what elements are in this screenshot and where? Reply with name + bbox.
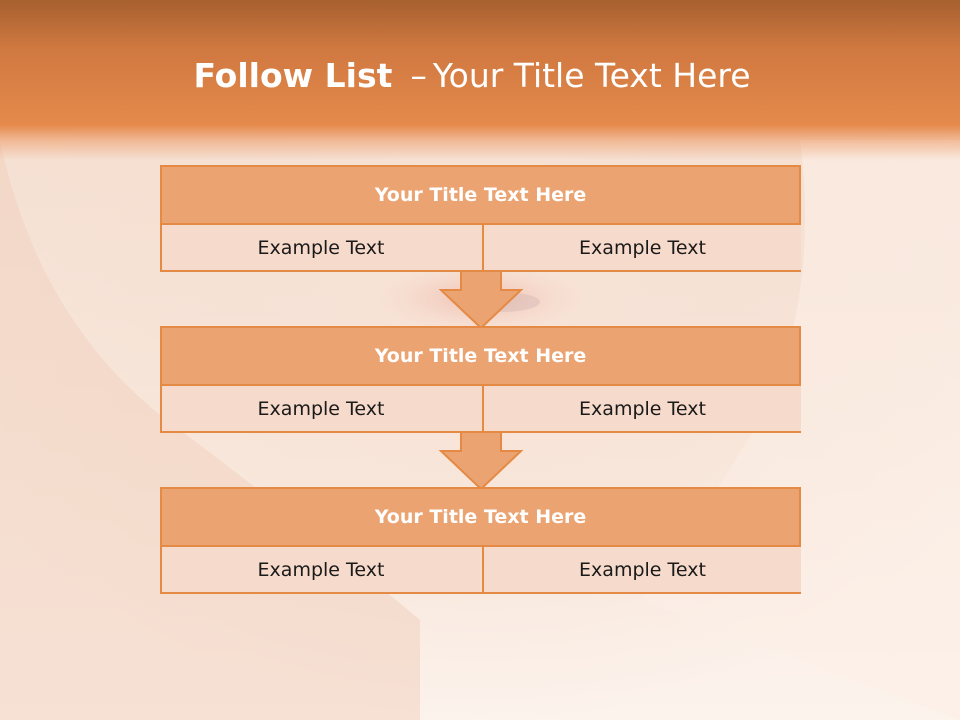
list-box-title: Your Title Text Here xyxy=(162,328,799,386)
title-bold: Follow List xyxy=(193,56,393,95)
down-arrow-icon xyxy=(438,431,524,491)
list-box-cell-right: Example Text xyxy=(482,225,801,270)
list-box-cell-right: Example Text xyxy=(482,547,801,592)
title-rest: Your Title Text Here xyxy=(432,56,751,95)
list-box-title: Your Title Text Here xyxy=(162,167,799,225)
header-band xyxy=(0,0,960,160)
list-box-title: Your Title Text Here xyxy=(162,489,799,547)
list-box-3: Your Title Text Here Example Text Exampl… xyxy=(160,487,801,594)
list-box-2: Your Title Text Here Example Text Exampl… xyxy=(160,326,801,433)
list-box-cell-left: Example Text xyxy=(162,386,480,431)
down-arrow-icon xyxy=(438,270,524,330)
slide-title: Follow List–Your Title Text Here xyxy=(0,52,944,100)
list-box-1: Your Title Text Here Example Text Exampl… xyxy=(160,165,801,272)
title-separator: – xyxy=(410,56,427,95)
list-box-cell-right: Example Text xyxy=(482,386,801,431)
list-box-cell-left: Example Text xyxy=(162,225,480,270)
list-box-cell-left: Example Text xyxy=(162,547,480,592)
